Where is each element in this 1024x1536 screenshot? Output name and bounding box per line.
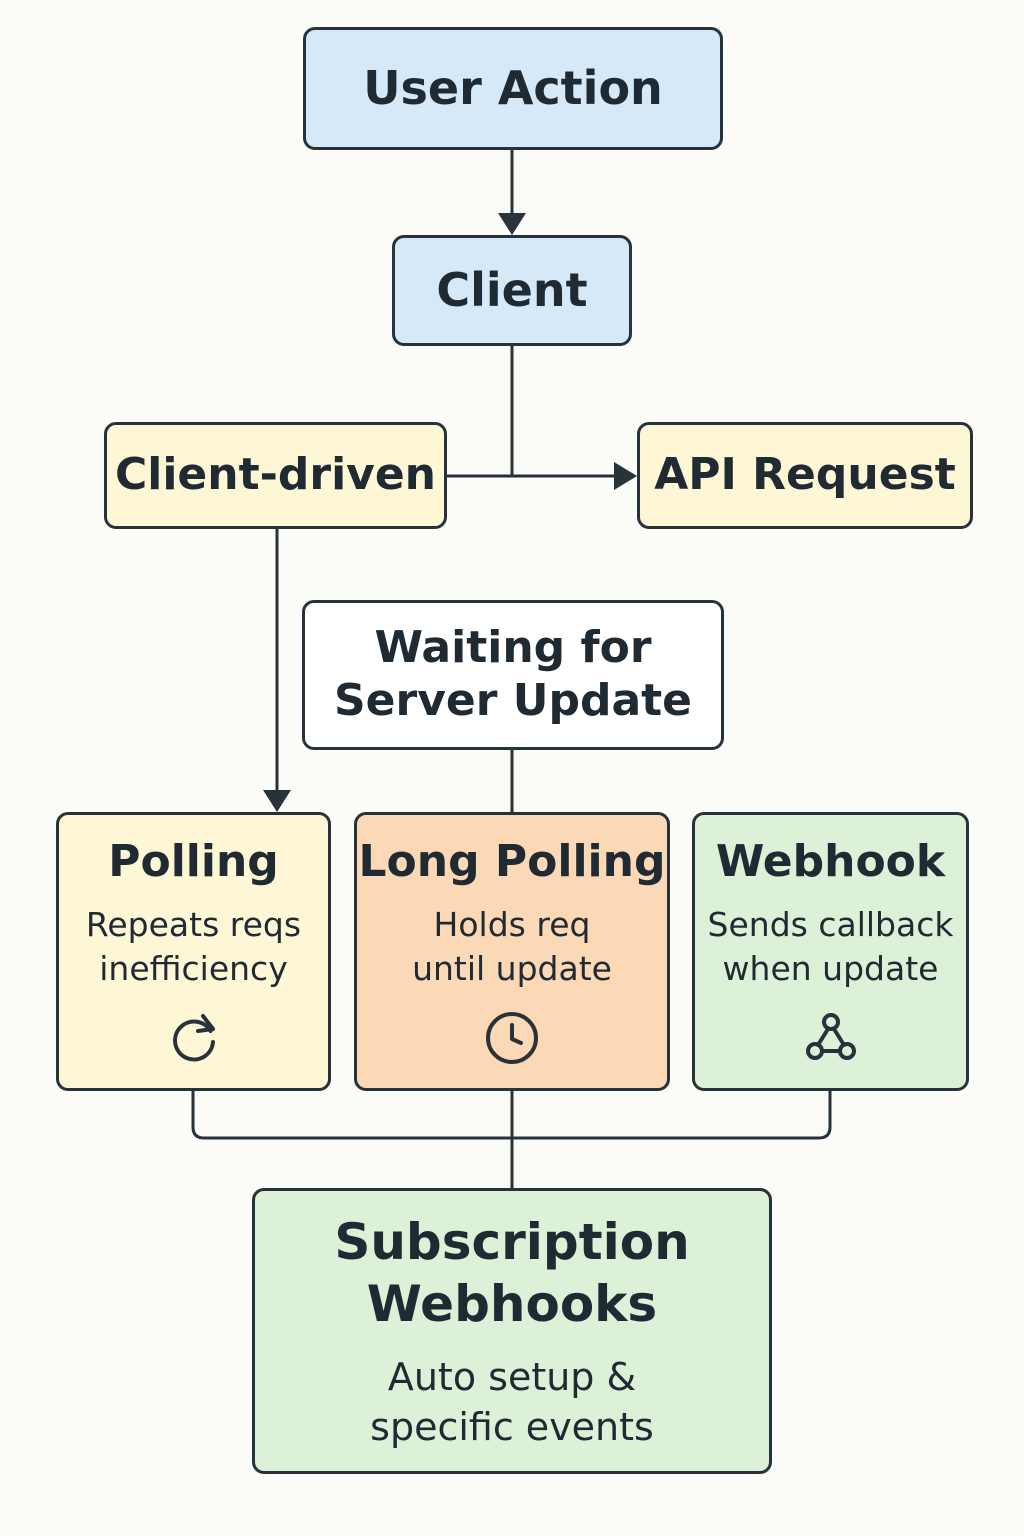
arrowhead-polling <box>263 790 291 812</box>
subscription-description: Auto setup & specific events <box>370 1352 654 1452</box>
clock-icon <box>486 1011 538 1064</box>
subscription-title: Subscription Webhooks <box>334 1211 689 1336</box>
client-driven-title: Client-driven <box>114 449 437 501</box>
polling-node: Polling Repeats reqs inefficiency <box>56 812 331 1091</box>
long-polling-desc-line-1: Holds req <box>433 904 591 944</box>
webhook-desc-line-1: Sends callback <box>707 904 954 944</box>
arrowhead-api-request <box>614 462 637 490</box>
webhook-description: Sends callback when update <box>708 903 954 991</box>
subscription-title-line-1: Subscription <box>334 1212 690 1271</box>
waiting-title-line-1: Waiting for <box>374 622 652 674</box>
webhook-desc-line-2: when update <box>722 948 939 988</box>
polling-title: Polling <box>108 836 279 888</box>
api-request-title: API Request <box>654 449 956 501</box>
long-polling-description: Holds req until update <box>412 903 612 991</box>
long-polling-node: Long Polling Holds req until update <box>354 812 670 1091</box>
waiting-title-line-2: Server Update <box>333 675 693 726</box>
polling-description: Repeats reqs inefficiency <box>86 903 301 991</box>
arrowhead-client <box>498 213 526 235</box>
waiting-title: Waiting for Server Update <box>334 622 692 728</box>
long-polling-desc-line-2: until update <box>412 948 612 988</box>
client-driven-node: Client-driven <box>104 422 447 529</box>
webhook-title: Webhook <box>715 836 946 888</box>
polling-desc-line-2: inefficiency <box>99 948 288 988</box>
refresh-icon <box>172 1013 215 1062</box>
waiting-server-update-node: Waiting for Server Update <box>302 600 724 750</box>
webhook-node: Webhook Sends callback when update <box>692 812 969 1091</box>
webhook-icon <box>805 1012 856 1060</box>
user-action-node: User Action <box>303 27 723 150</box>
user-action-title: User Action <box>363 60 663 115</box>
api-request-node: API Request <box>637 422 973 529</box>
subscription-title-line-2: Webhooks <box>366 1275 658 1333</box>
long-polling-title: Long Polling <box>358 836 666 888</box>
subscription-desc-line-1: Auto setup & <box>387 1354 637 1399</box>
subscription-webhooks-node: Subscription Webhooks Auto setup & speci… <box>252 1188 772 1474</box>
client-node: Client <box>392 235 632 346</box>
client-title: Client <box>436 262 588 317</box>
subscription-desc-line-2: specific events <box>370 1404 654 1449</box>
polling-desc-line-1: Repeats reqs <box>85 904 302 944</box>
